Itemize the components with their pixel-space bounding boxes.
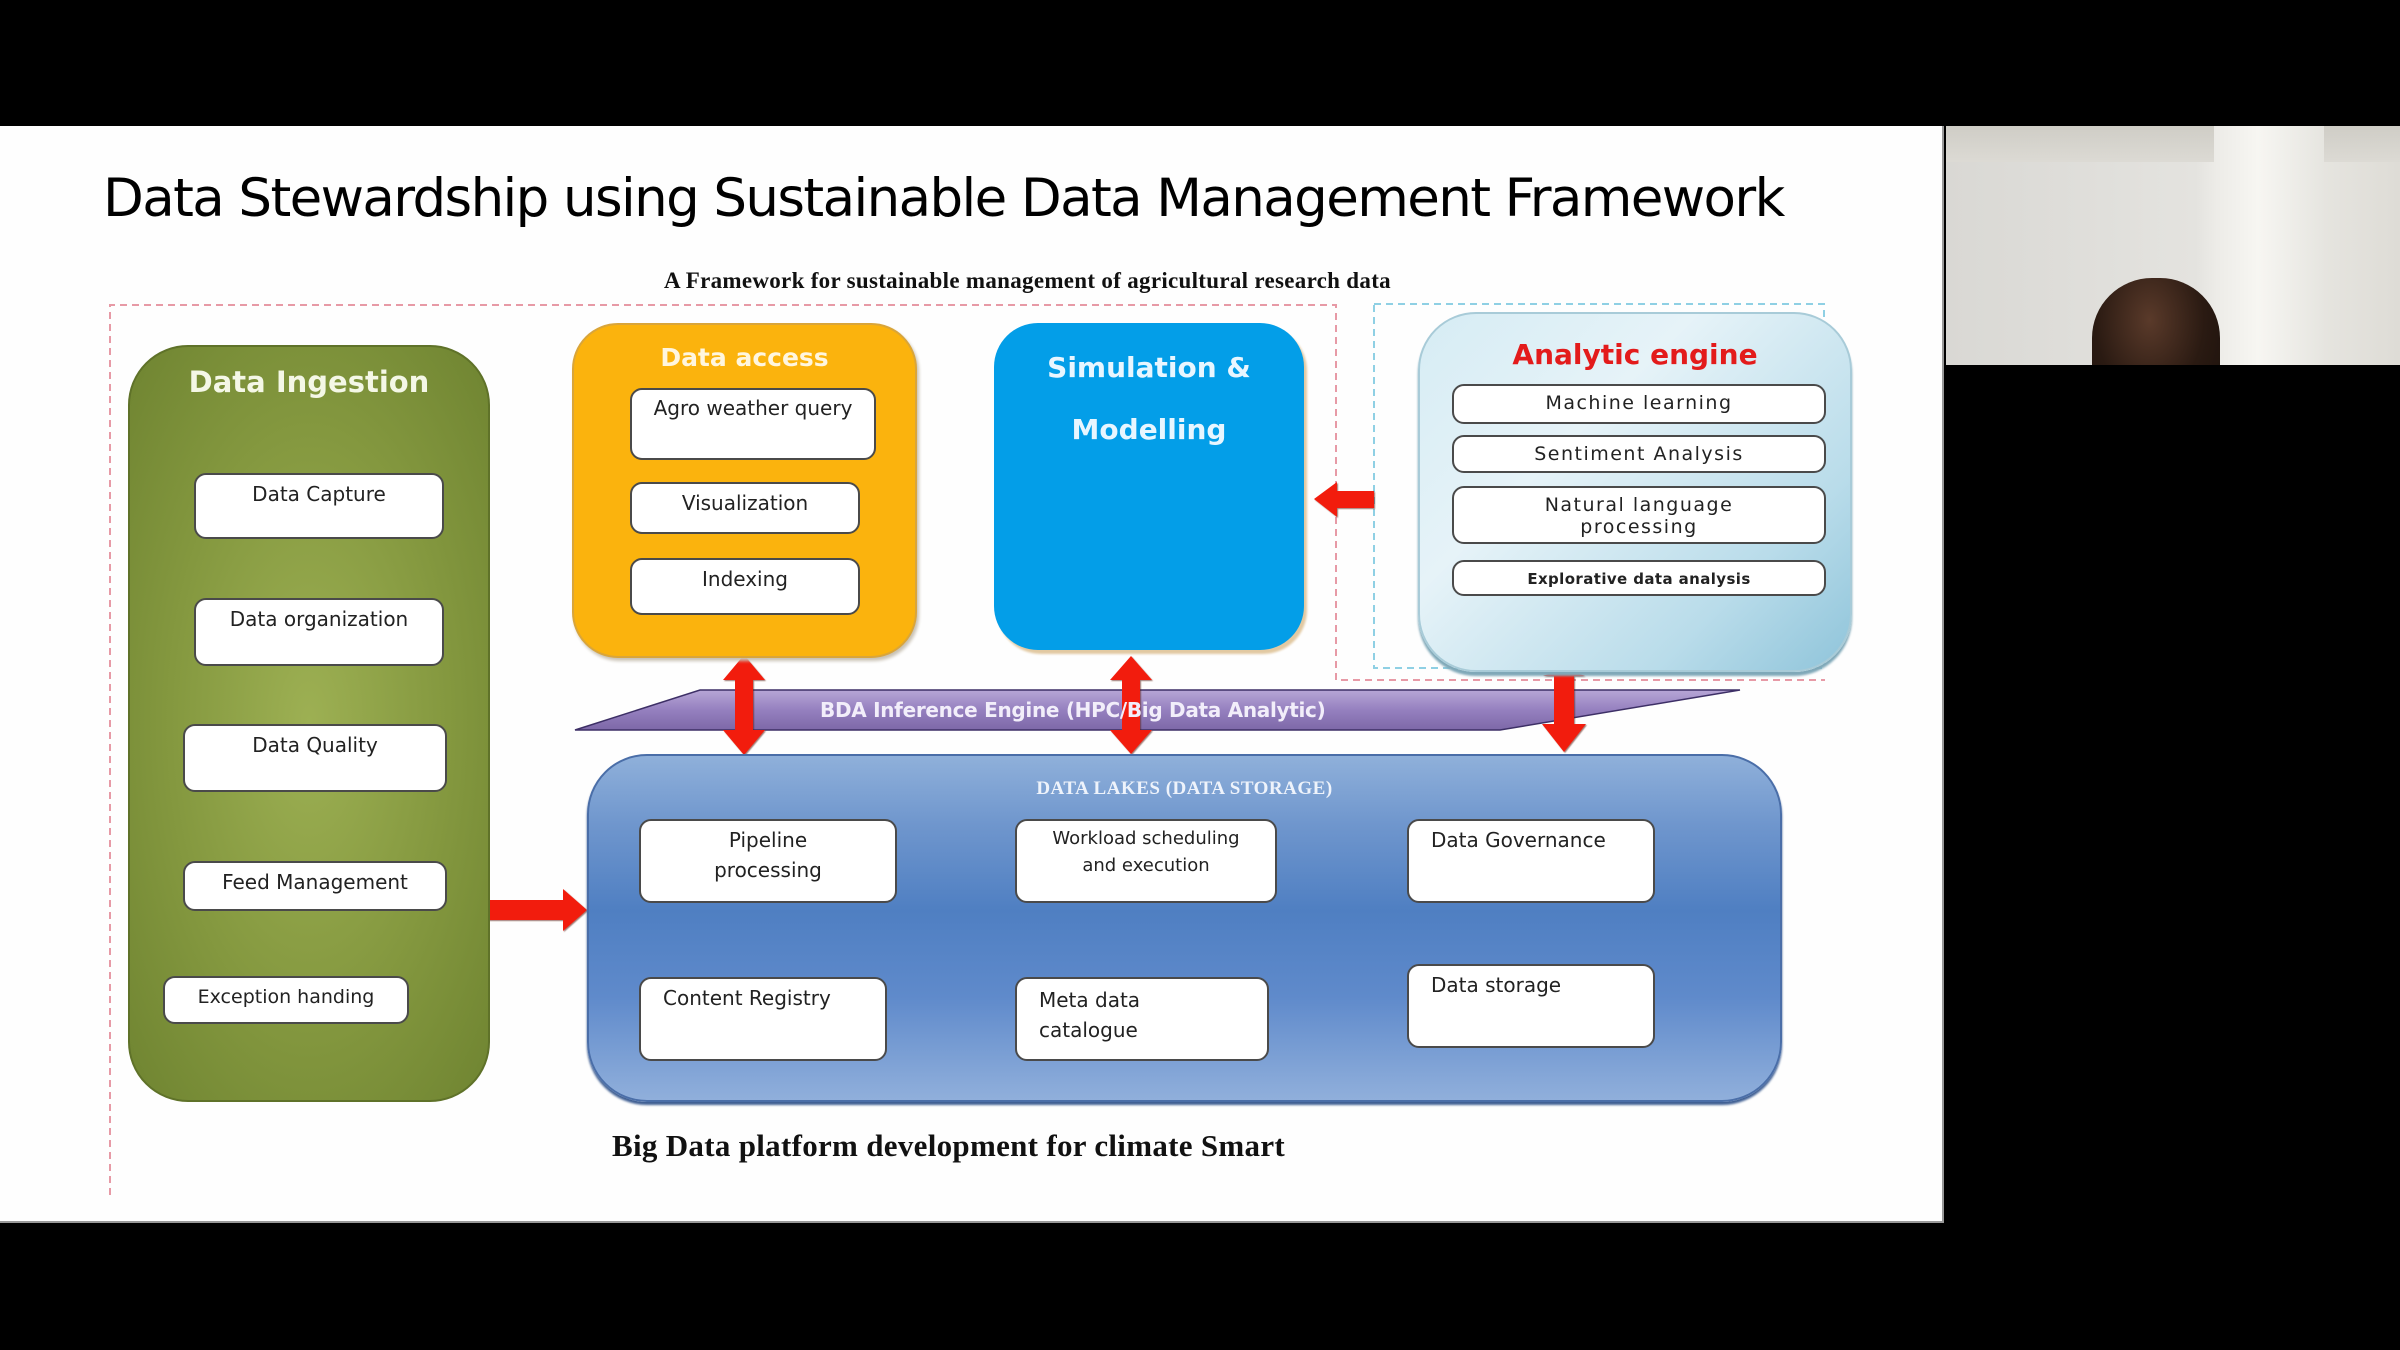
arrow-sim-lakes [1110, 656, 1152, 754]
agro-weather-query-box: Agro weather query [630, 388, 876, 460]
webcam-background-ceiling [1946, 126, 2400, 162]
content-registry-box: Content Registry [639, 977, 887, 1061]
arrow-analytic-lakes [1542, 668, 1586, 752]
feed-management-box: Feed Management [183, 861, 447, 911]
simulation-modelling-panel: Simulation & Modelling [994, 323, 1304, 650]
workload-scheduling-box: Workload scheduling and execution [1015, 819, 1277, 903]
webcam-video-feed[interactable] [1946, 126, 2400, 383]
meta-data-catalogue-box: Meta data catalogue [1015, 977, 1269, 1061]
bda-inference-bar [574, 689, 1741, 731]
data-ingestion-title: Data Ingestion [188, 365, 430, 399]
data-lakes-title: DATA LAKES (DATA STORAGE) [1036, 778, 1333, 799]
indexing-box: Indexing [630, 558, 860, 615]
bda-inference-label: BDA Inference Engine (HPC/Big Data Analy… [820, 698, 1326, 722]
slide-title: Data Stewardship using Sustainable Data … [103, 168, 1785, 229]
explorative-data-analysis-box: Explorative data analysis [1452, 560, 1826, 596]
natural-language-processing-box: Natural language processing [1452, 486, 1826, 544]
exception-handling-box: Exception handing [163, 976, 409, 1024]
machine-learning-box: Machine learning [1452, 384, 1826, 424]
webcam-background-pillar [2214, 126, 2324, 383]
visualization-box: Visualization [630, 482, 860, 534]
data-organization-box: Data organization [194, 598, 444, 666]
simulation-modelling-title: Simulation & Modelling [994, 337, 1304, 461]
diagram-subtitle: A Framework for sustainable management o… [664, 268, 1391, 293]
red-dashed-boundary [109, 304, 1825, 1195]
data-access-panel: Data access Agro weather query Visualiza… [572, 323, 917, 658]
analytic-engine-title: Analytic engine [1512, 338, 1758, 371]
simulation-title-line2: Modelling [1071, 413, 1227, 446]
data-governance-box: Data Governance [1407, 819, 1655, 903]
data-storage-box: Data storage [1407, 964, 1655, 1048]
data-quality-box: Data Quality [183, 724, 447, 792]
arrow-ingestion-to-lakes [485, 889, 587, 931]
webcam-bottom-bar [1946, 365, 2400, 383]
data-lakes-panel: DATA LAKES (DATA STORAGE) Pipeline proce… [587, 754, 1782, 1102]
arrow-analytic-to-sim [1314, 482, 1374, 517]
analytic-engine-panel: Analytic engine Machine learning Sentime… [1418, 312, 1852, 672]
sentiment-analysis-box: Sentiment Analysis [1452, 435, 1826, 473]
data-ingestion-panel: Data Ingestion Data Capture Data organiz… [128, 345, 490, 1102]
pipeline-processing-box: Pipeline processing [639, 819, 897, 903]
data-capture-box: Data Capture [194, 473, 444, 539]
diagram-caption: Big Data platform development for climat… [612, 1128, 1286, 1163]
simulation-title-line1: Simulation & [1047, 351, 1251, 384]
arrow-access-lakes [723, 655, 765, 755]
data-access-title: Data access [660, 343, 829, 372]
